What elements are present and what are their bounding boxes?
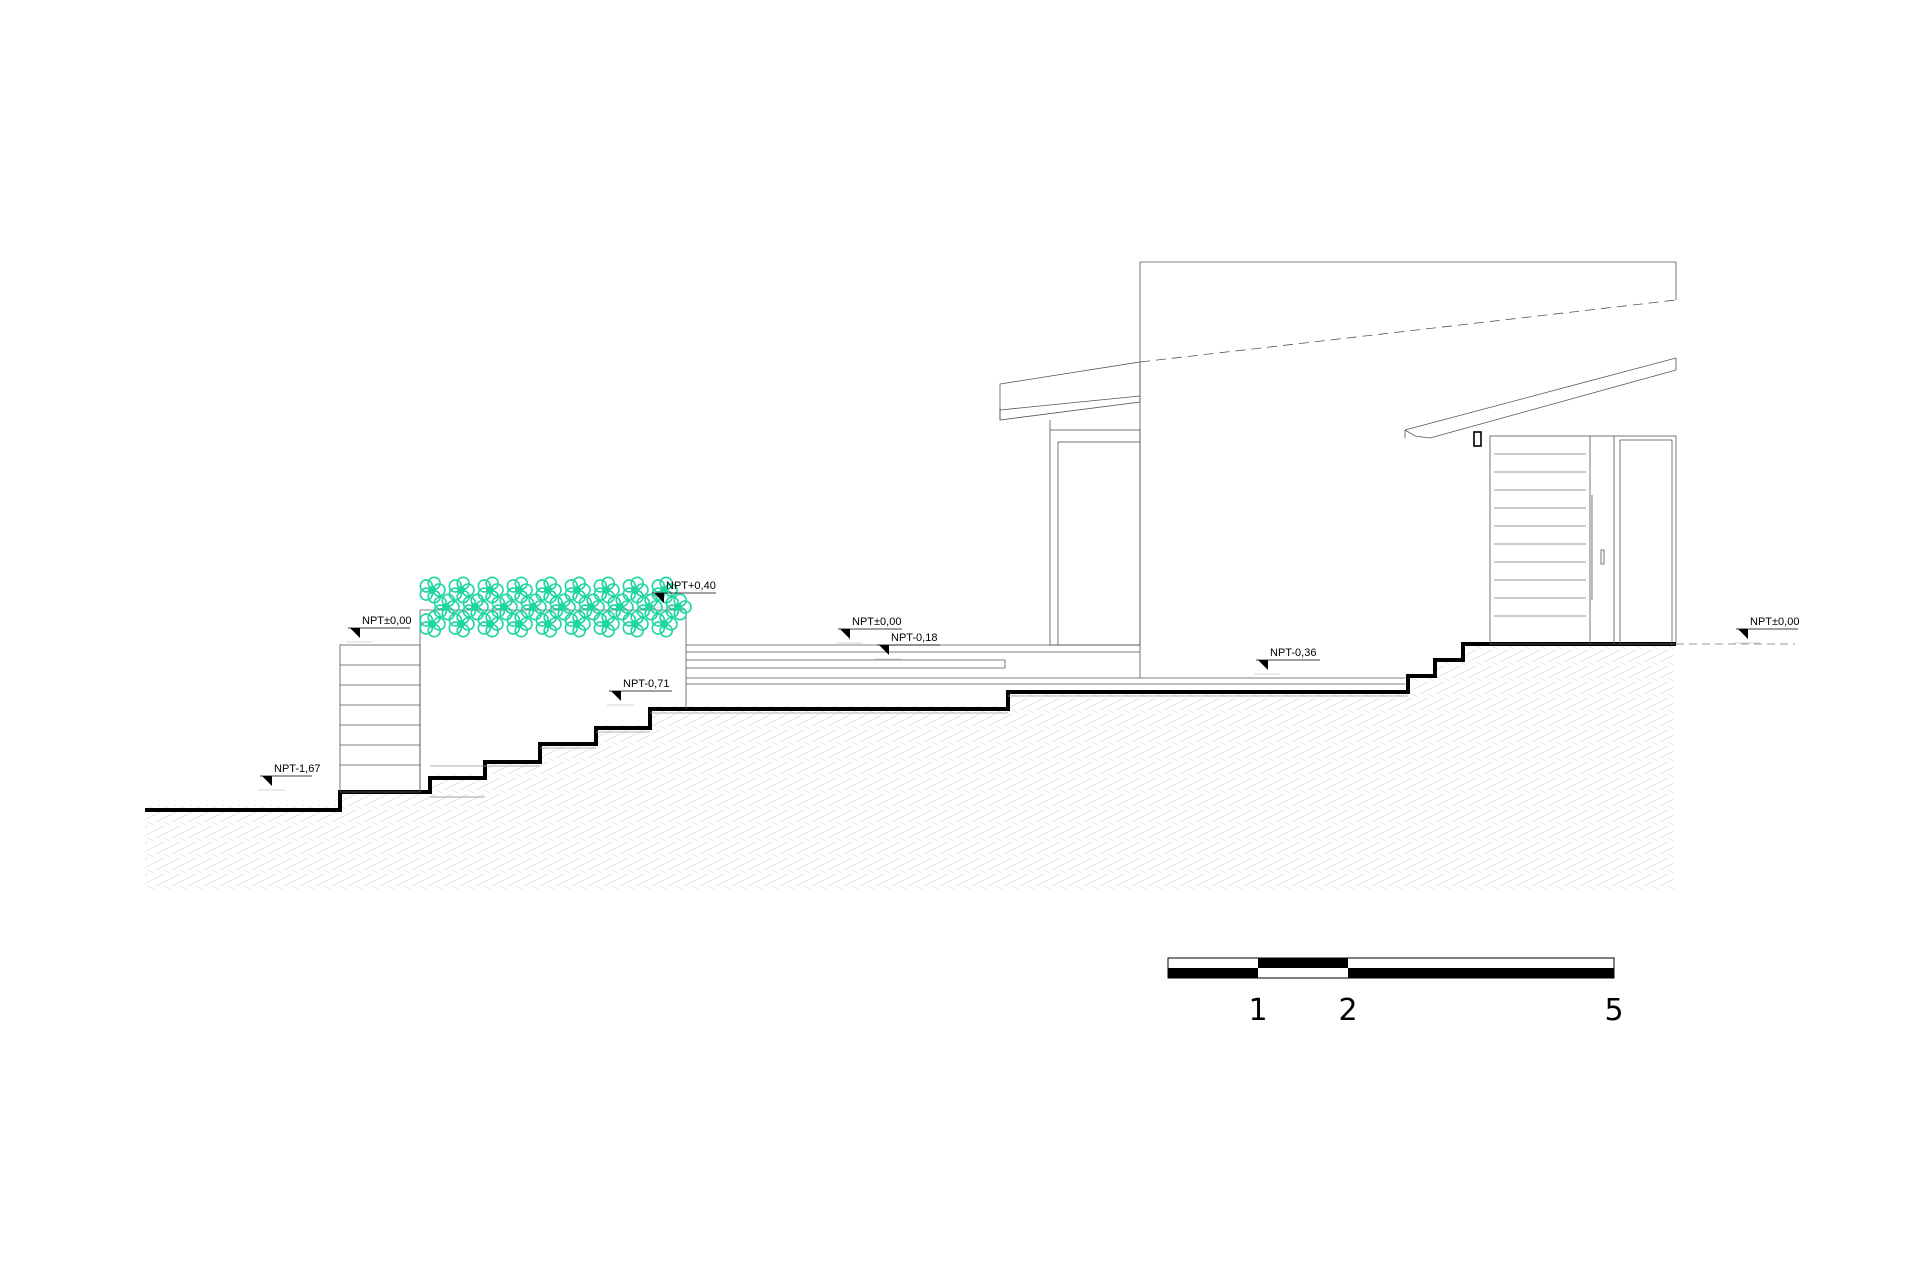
planter-box	[419, 609, 687, 792]
shrub-icon	[593, 576, 620, 604]
shrub-icon	[535, 610, 562, 638]
shrub-icon	[419, 610, 446, 638]
level-markers: NPT-1,67 NPT±0,00 NPT+0,40 NPT-0,71 NPT±…	[258, 580, 1799, 791]
building	[999, 261, 1677, 678]
shrub-icon	[578, 593, 605, 621]
level-label: NPT-0,36	[1270, 647, 1316, 659]
level-label: NPT-0,18	[891, 632, 937, 644]
shrub-icon	[477, 610, 504, 638]
shrub-icon	[622, 576, 649, 604]
shrub-icon	[506, 610, 533, 638]
scale-tick-label: 1	[1248, 993, 1267, 1028]
shrub-icon	[564, 610, 591, 638]
level-label: NPT-0,71	[623, 678, 669, 690]
level-marker: NPT±0,00	[836, 616, 902, 644]
level-label: NPT±0,00	[852, 616, 901, 628]
shrub-icon	[535, 576, 562, 604]
level-label: NPT±0,00	[1750, 616, 1799, 628]
shrub-icon	[462, 593, 489, 621]
soil-hatch	[145, 642, 1675, 890]
level-marker: NPT±0,00	[1734, 616, 1799, 644]
ground-profile	[145, 642, 1676, 812]
level-marker: NPT-0,71	[607, 678, 672, 706]
planting-shrubs	[419, 576, 692, 638]
scale-tick-label: 2	[1338, 993, 1357, 1028]
shrub-icon	[520, 593, 547, 621]
shrub-icon	[607, 593, 634, 621]
shrub-icon	[448, 576, 475, 604]
shrub-icon	[622, 610, 649, 638]
level-label: NPT-1,67	[274, 763, 320, 775]
level-label: NPT+0,40	[666, 580, 716, 592]
scale-bar: 1 2 5	[1167, 957, 1624, 1028]
level-marker: NPT-0,18	[875, 632, 940, 660]
entrance-siding	[1494, 453, 1586, 617]
shrub-icon	[651, 610, 678, 638]
level-label: NPT±0,00	[362, 615, 411, 627]
shrub-icon	[549, 593, 576, 621]
level-marker: NPT+0,40	[650, 580, 716, 608]
shrub-icon	[448, 610, 475, 638]
level-marker: NPT-1,67	[258, 763, 320, 791]
scale-tick-label: 5	[1604, 993, 1623, 1028]
shrub-icon	[506, 576, 533, 604]
shrub-icon	[433, 593, 460, 621]
level-marker: NPT±0,00	[346, 615, 411, 643]
shrub-icon	[477, 576, 504, 604]
shrub-icon	[564, 576, 591, 604]
shrub-icon	[491, 593, 518, 621]
left-retaining-wall	[339, 644, 421, 793]
level-marker: NPT-0,36	[1254, 647, 1320, 675]
shrub-icon	[593, 610, 620, 638]
shrub-icon	[419, 576, 446, 604]
